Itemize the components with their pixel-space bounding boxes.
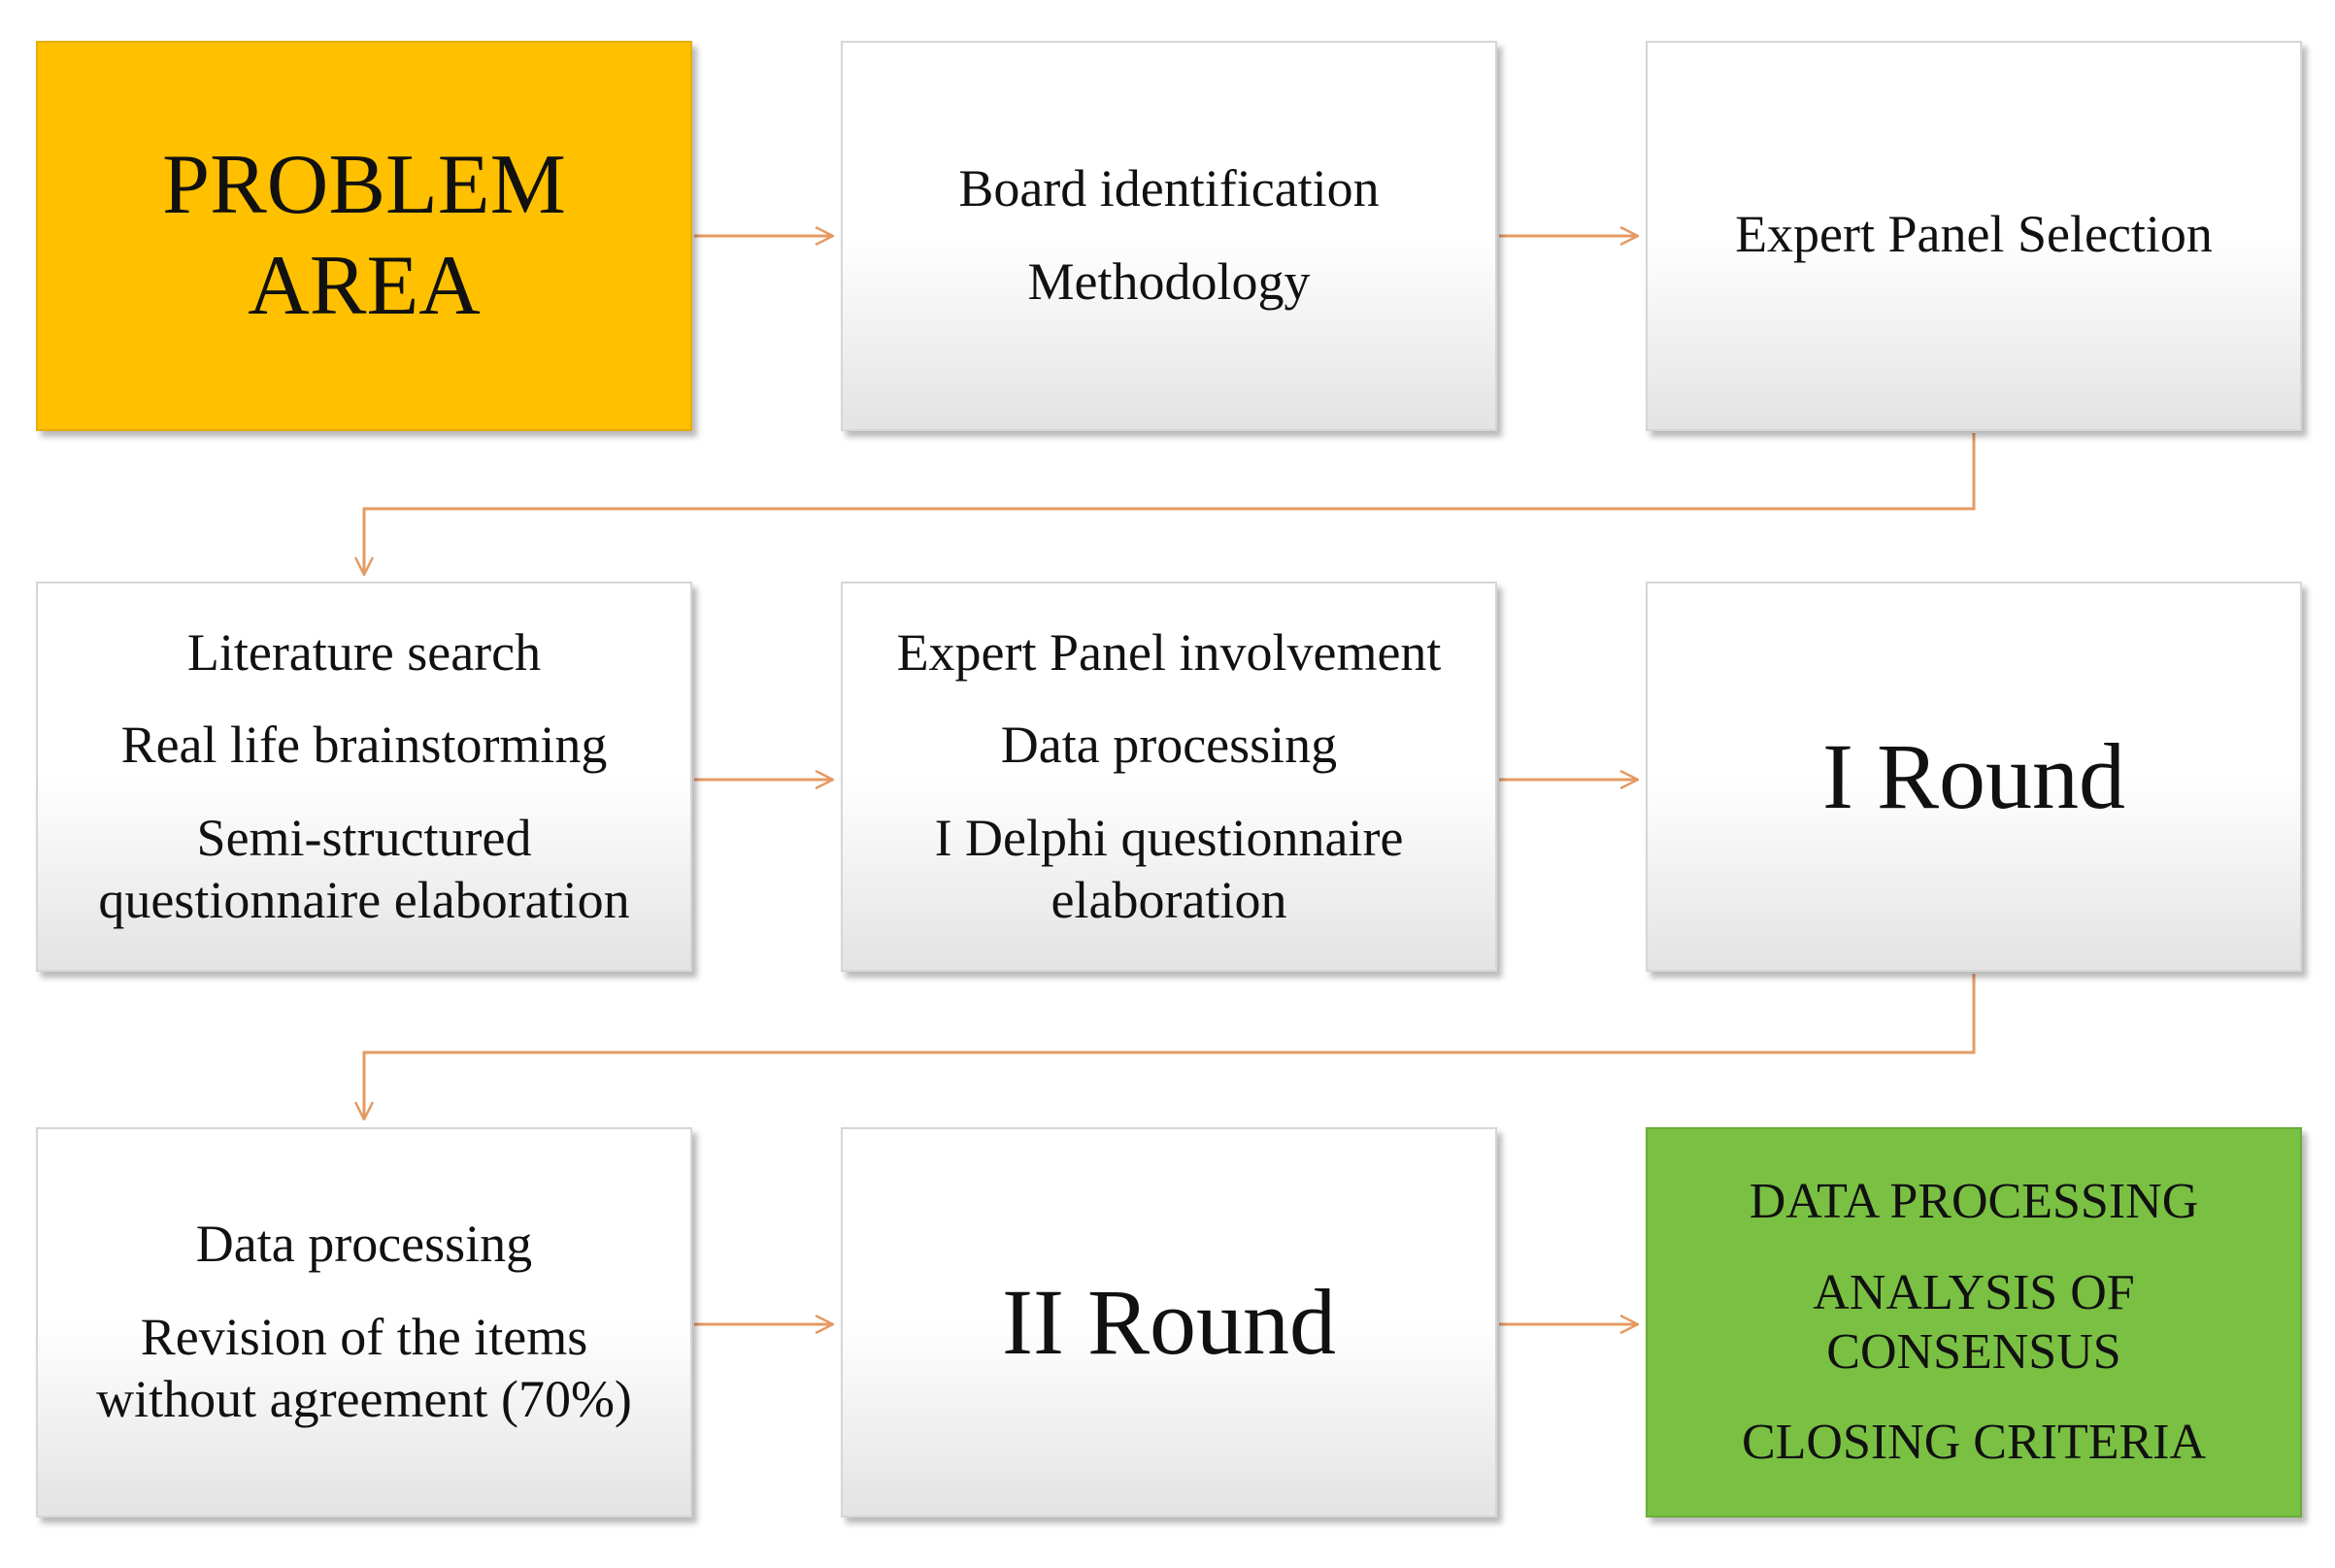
step-text: II Round bbox=[1002, 1270, 1336, 1375]
step-literature-search: Literature search Real life brainstormin… bbox=[36, 582, 692, 972]
step-text: Board identification bbox=[958, 159, 1380, 218]
arrow-step6-to-step7 bbox=[364, 974, 1976, 1119]
step-text: Expert Panel involvement bbox=[896, 622, 1442, 682]
step-text: Methodology bbox=[1027, 252, 1311, 311]
step-text: ANALYSIS OF CONSENSUS bbox=[1813, 1264, 2135, 1380]
step-text: Expert Panel Selection bbox=[1735, 205, 2213, 263]
step-text: Semi-structured questionnaire elaboratio… bbox=[98, 809, 630, 929]
step-text: PROBLEM bbox=[162, 138, 566, 233]
arrow-step3-to-step4 bbox=[364, 433, 1976, 575]
step-data-processing-final: DATA PROCESSING ANALYSIS OF CONSENSUS CL… bbox=[1646, 1127, 2302, 1518]
step-text: Real life brainstorming bbox=[120, 716, 608, 775]
step-problem-area: PROBLEM AREA bbox=[36, 41, 692, 431]
step-text: AREA bbox=[248, 239, 481, 333]
step-text: Revision of the items without agreement … bbox=[96, 1308, 632, 1428]
step-expert-panel-involvement: Expert Panel involvement Data processing… bbox=[841, 582, 1497, 972]
step-expert-panel-selection: Expert Panel Selection bbox=[1646, 41, 2302, 431]
step-first-round: I Round bbox=[1646, 582, 2302, 972]
step-text: Data processing bbox=[195, 1215, 533, 1274]
step-second-round: II Round bbox=[841, 1127, 1497, 1518]
step-text: I Delphi questionnaire elaboration bbox=[934, 809, 1404, 929]
step-board-identification: Board identification Methodology bbox=[841, 41, 1497, 431]
step-text: DATA PROCESSING bbox=[1749, 1174, 2199, 1230]
step-text: CLOSING CRITERIA bbox=[1741, 1415, 2207, 1471]
step-revision-of-items: Data processing Revision of the items wi… bbox=[36, 1127, 692, 1518]
step-text: Literature search bbox=[186, 622, 542, 682]
step-text: Data processing bbox=[1000, 716, 1338, 775]
step-text: I Round bbox=[1822, 724, 2125, 829]
